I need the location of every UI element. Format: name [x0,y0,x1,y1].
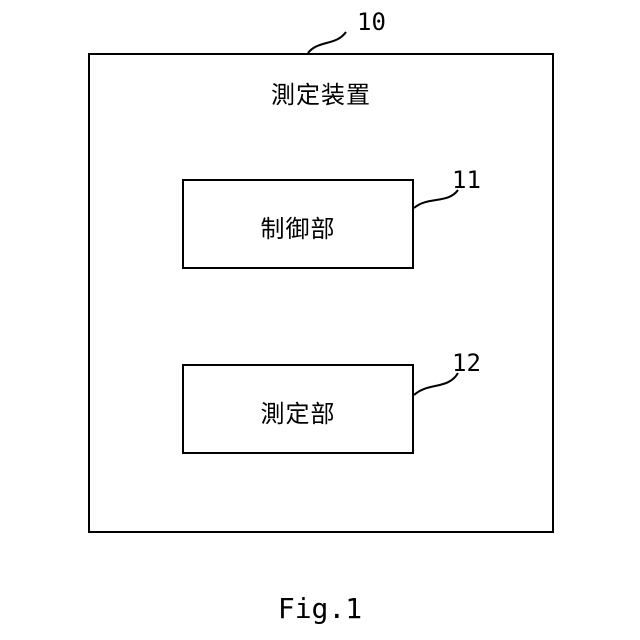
reference-numeral-10: 10 [357,10,386,34]
measurement-unit-label: 測定部 [184,394,412,429]
reference-numeral-12: 12 [452,351,481,375]
figure-caption: Fig.1 [0,594,640,624]
control-unit-label: 制御部 [184,209,412,244]
control-unit-box: 制御部 [182,179,414,269]
leader-line-10 [308,32,346,53]
reference-numeral-11: 11 [452,168,481,192]
measurement-device-box: 測定装置 [88,53,554,533]
measurement-device-label: 測定装置 [90,75,552,110]
measurement-unit-box: 測定部 [182,364,414,454]
